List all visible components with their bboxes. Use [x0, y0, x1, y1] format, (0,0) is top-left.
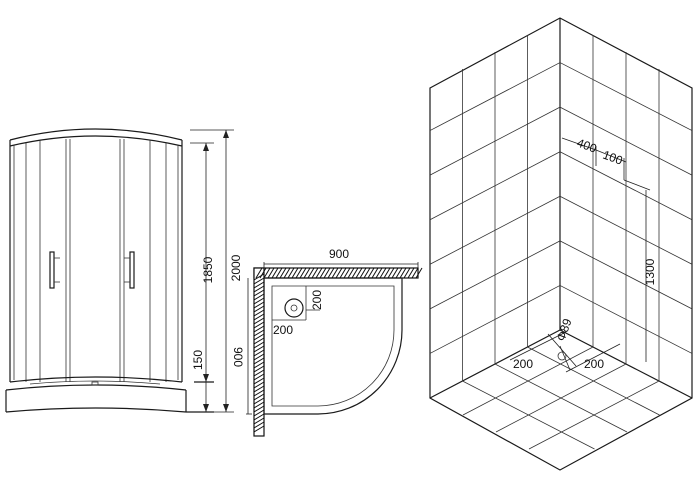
drain-symbol	[91, 381, 99, 386]
door-handle-left	[49, 251, 55, 289]
corner-isometric-view: 400 100 1300 200 200 Φ89	[429, 17, 693, 471]
dim-floor-drain-diameter: Φ89	[554, 316, 575, 343]
dim-cabin-total-height: 2000	[229, 254, 243, 281]
door-handle-right	[129, 251, 135, 289]
dim-drain-offset-x: 200	[273, 323, 293, 337]
dim-tray-height: 150	[191, 350, 205, 370]
dim-floor-drain-offset-a: 200	[513, 357, 533, 371]
tray-plan-view: 200 200 900 900	[231, 247, 423, 437]
dim-floor-drain-offset-b: 200	[584, 357, 604, 371]
dim-glass-height: 1850	[201, 256, 215, 283]
floor-drain-symbol	[557, 351, 567, 361]
dim-tray-depth: 900	[231, 347, 245, 367]
cabin-dimensions: 2000 1850 150	[190, 129, 243, 413]
tray-inner-outline	[271, 285, 395, 407]
dim-mixer-height: 1300	[643, 258, 657, 285]
dim-drain-offset-y: 200	[310, 290, 324, 310]
tray-drain	[284, 298, 304, 318]
cabin-front-view	[5, 128, 214, 413]
dim-tray-width: 900	[329, 247, 349, 261]
dim-mixer-offset-small: 100	[601, 148, 625, 168]
tray-outline	[263, 277, 403, 415]
dim-mixer-offset-side: 400	[575, 136, 599, 156]
tray-top	[9, 376, 183, 383]
cabin-top-arc	[9, 128, 183, 141]
